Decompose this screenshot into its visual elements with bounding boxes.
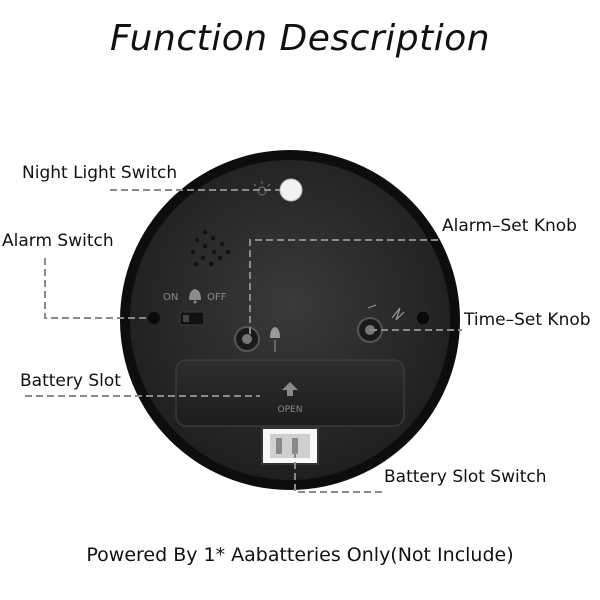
rotation-arrow-icon (367, 304, 405, 321)
alarm-off-marking: OFF (207, 292, 227, 303)
open-marking: OPEN (278, 405, 303, 415)
battery-slot-switch (261, 427, 319, 465)
page-title: Function Description (109, 18, 491, 59)
night-light-button (279, 178, 303, 202)
alarm-set-knob-label: Alarm–Set Knob (442, 216, 577, 236)
open-arrow-icon (282, 382, 298, 396)
battery-slot-switch-label: Battery Slot Switch (384, 467, 547, 487)
hanging-hole (415, 310, 431, 326)
bell-icon (189, 289, 201, 304)
alarm-on-marking: ON (163, 292, 178, 303)
speaker-grille (190, 229, 231, 267)
alarm-knob-bell-icon (270, 327, 280, 352)
alarm-set-knob (234, 326, 260, 352)
leader-battery-switch (294, 440, 384, 493)
alarm-switch-label: Alarm Switch (2, 231, 114, 251)
leader-alarm-switch (44, 258, 150, 319)
battery-slot-label: Battery Slot (20, 371, 121, 391)
power-note: Powered By 1* Aabatteries Only(Not Inclu… (86, 544, 514, 566)
alarm-switch-hole (148, 312, 160, 324)
night-light-switch-label: Night Light Switch (22, 163, 178, 183)
leader-alarm-set (249, 239, 438, 335)
time-set-knob-label: Time–Set Knob (464, 310, 591, 330)
leader-lines (25, 189, 462, 493)
